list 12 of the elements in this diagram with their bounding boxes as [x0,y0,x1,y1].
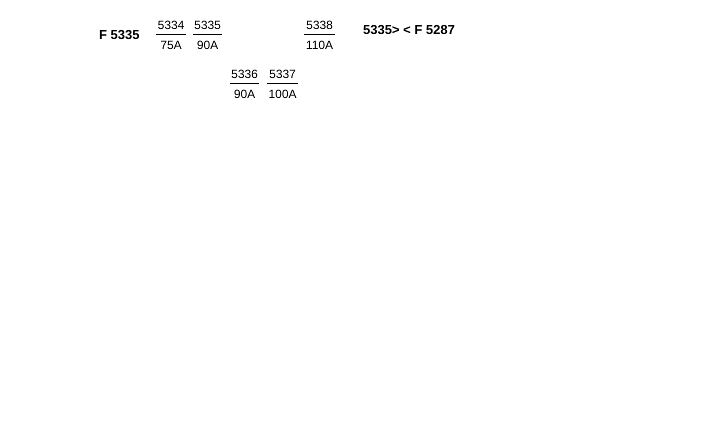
numerator-text: 5338 [304,18,335,35]
denominator-text: 90A [232,87,256,101]
label-text: F 5335 [99,28,140,42]
denominator-text: 110A [304,38,334,52]
numerator-text: 5337 [267,67,298,84]
denominator-text: 90A [196,38,220,52]
numerator-text: 5336 [230,67,259,84]
denominator-text: 75A [159,38,183,52]
numerator-text: 5334 [156,18,186,35]
denominator-text: 100A [267,87,298,101]
numerator-text: 5335 [193,18,222,35]
label-text: 5335> < F 5287 [363,23,455,37]
